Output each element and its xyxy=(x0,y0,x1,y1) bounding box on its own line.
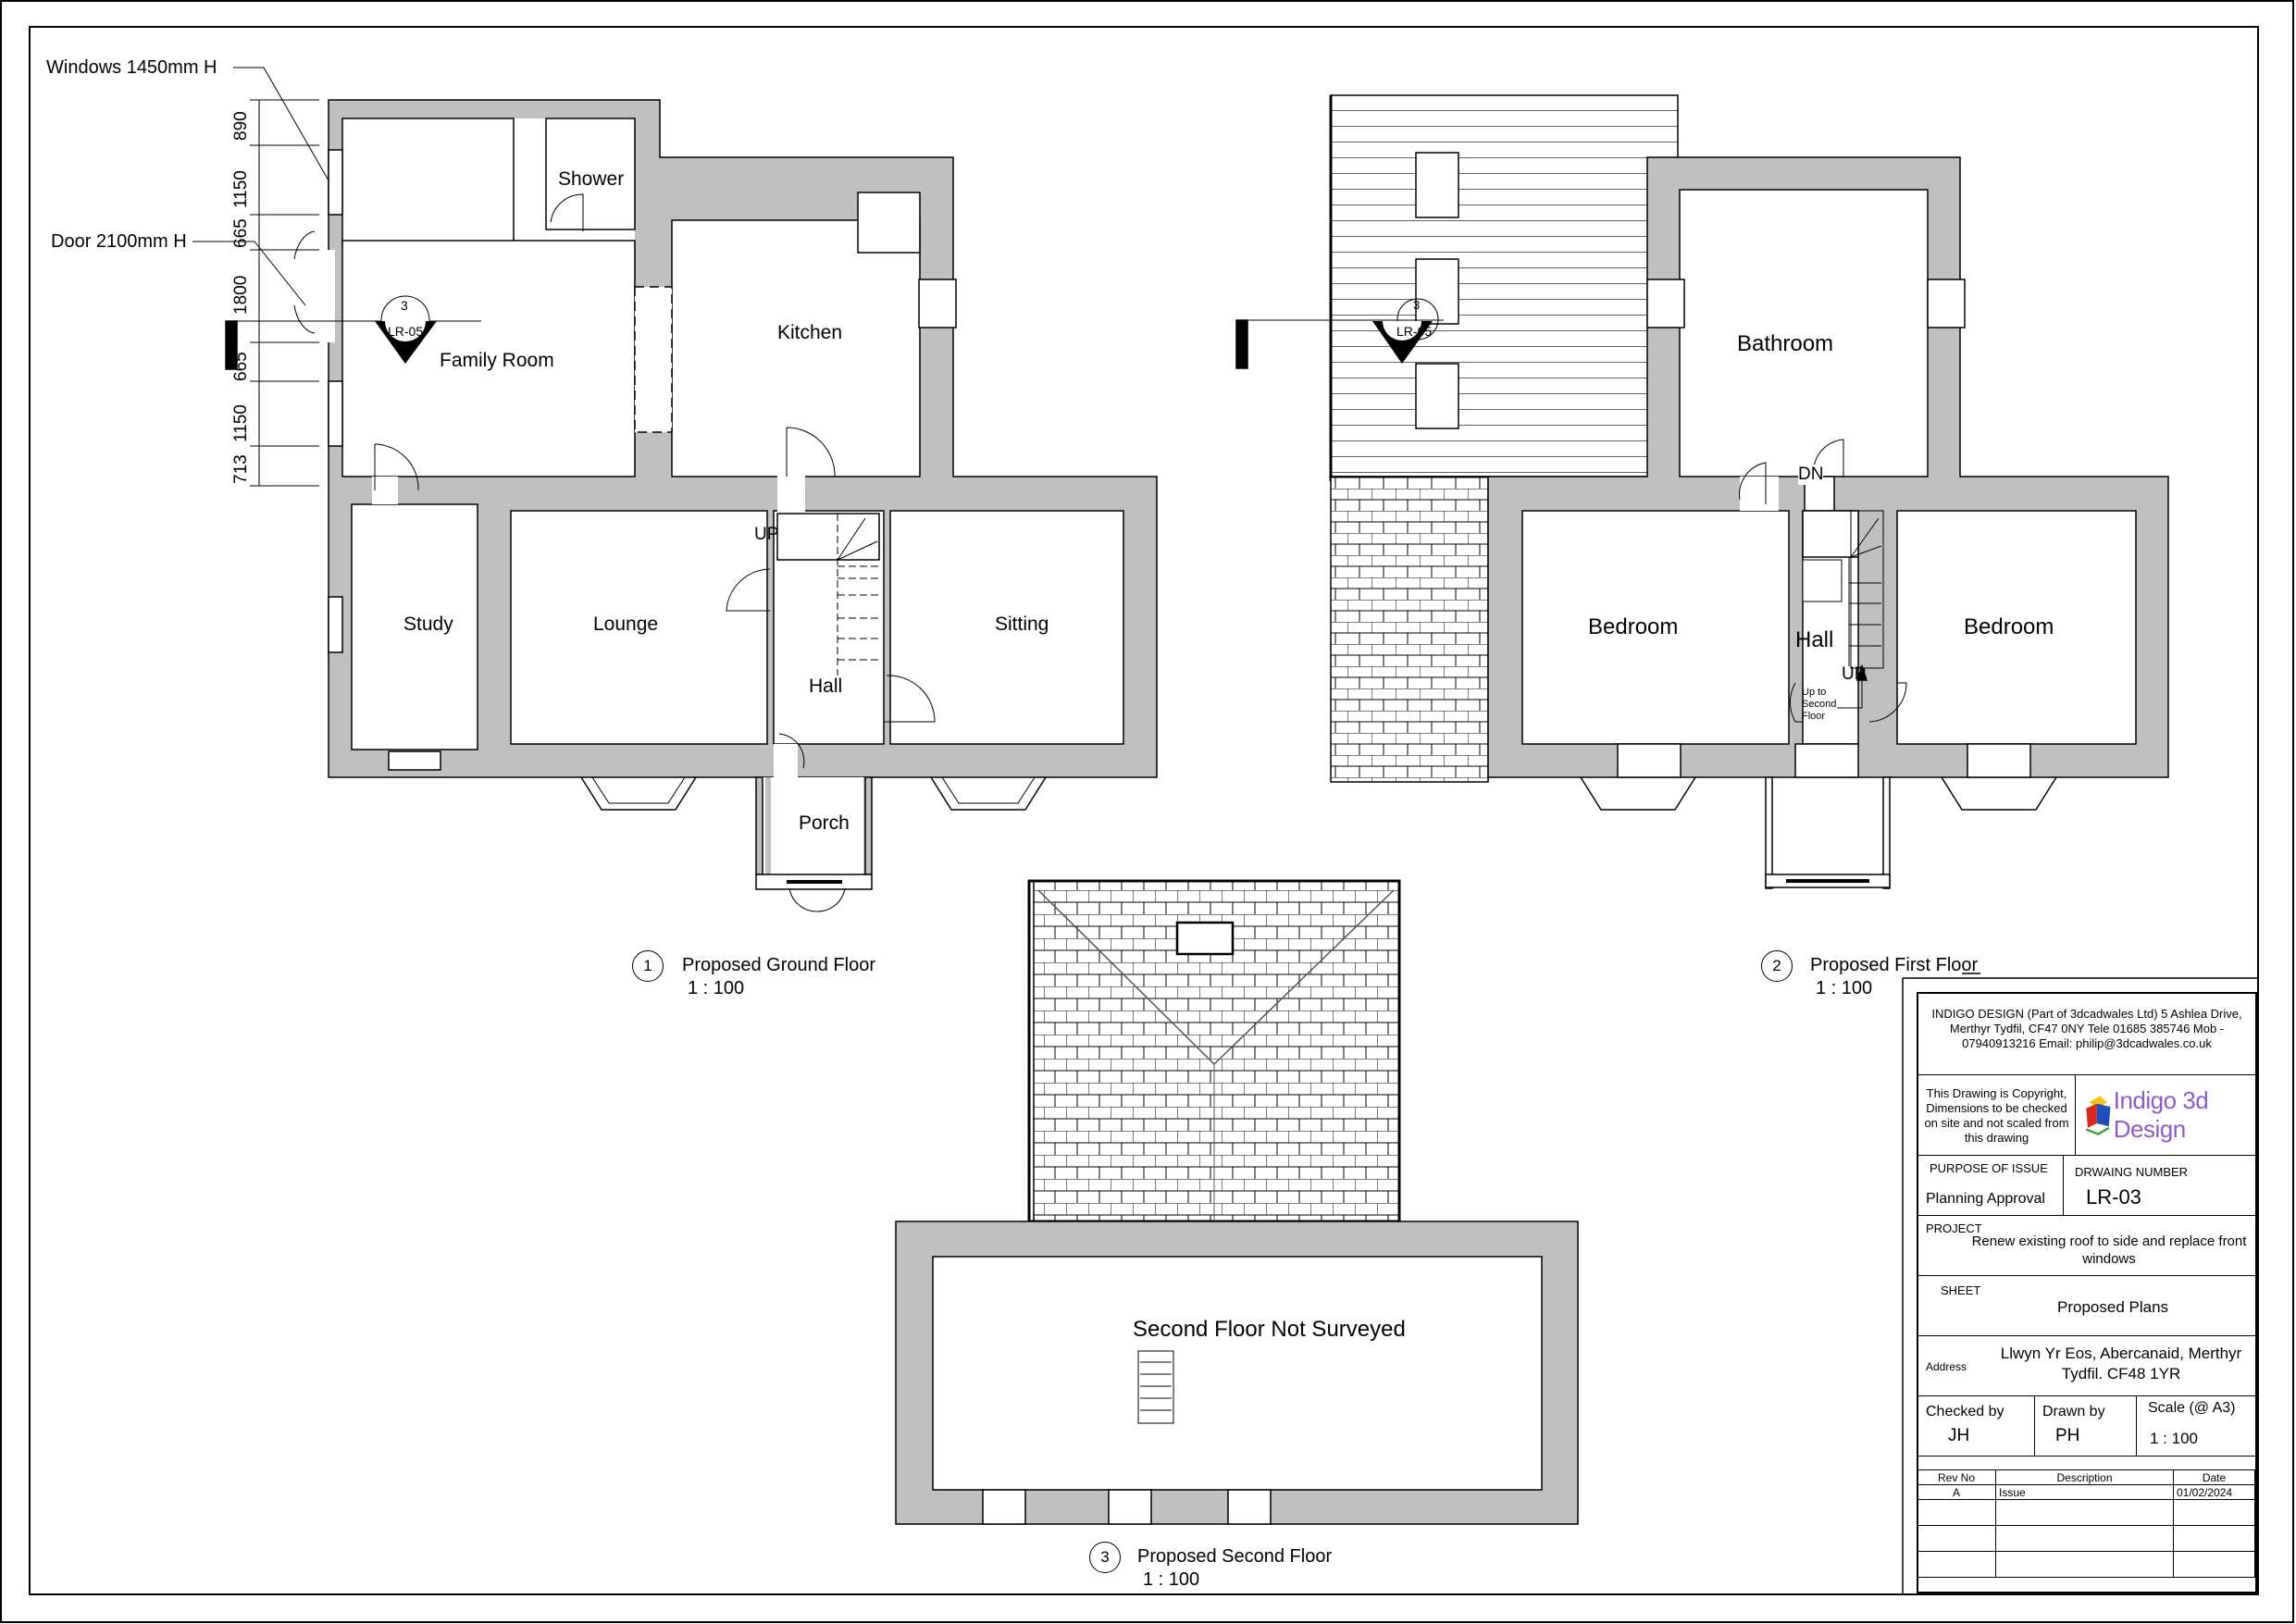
dimension-label: 1150 xyxy=(231,404,251,442)
stair-up-label: UP xyxy=(1842,664,1867,684)
first-floor-caption: Proposed First Floor xyxy=(1810,955,1979,975)
ground-floor-scale: 1 : 100 xyxy=(688,978,745,998)
purpose-label: PURPOSE OF ISSUE xyxy=(1930,1161,2048,1175)
company-details: INDIGO DESIGN (Part of 3dcadwales Ltd) 5… xyxy=(1918,994,2255,1075)
title-block: INDIGO DESIGN (Part of 3dcadwales Ltd) 5… xyxy=(1917,992,2257,1593)
project-value: Renew existing roof to side and replace … xyxy=(1971,1233,2247,1267)
dimension-label: 665 xyxy=(231,352,251,381)
ground-floor-caption: Proposed Ground Floor xyxy=(682,955,876,975)
checked-by-label: Checked by xyxy=(1926,1404,2004,1419)
table-row: A Issue 01/02/2024 xyxy=(1917,1484,2255,1500)
sheet-value: Proposed Plans xyxy=(2057,1298,2169,1316)
copyright-notice: This Drawing is Copyright, Dimensions to… xyxy=(1918,1075,2076,1156)
second-floor-note: Second Floor Not Surveyed xyxy=(1133,1317,1406,1342)
windows-height-note: Windows 1450mm H xyxy=(46,57,217,78)
dimension-label: 1150 xyxy=(231,170,251,208)
dimension-label: 1800 xyxy=(231,275,251,315)
first-floor-plan xyxy=(1235,94,2169,889)
room-label-hall: Hall xyxy=(809,676,843,697)
stair-down-label: DN xyxy=(1798,465,1824,485)
rev-header-description: Description xyxy=(1995,1469,2174,1485)
table-row xyxy=(1917,1499,2255,1526)
scale-value: 1 : 100 xyxy=(2150,1430,2198,1447)
scale-label: Scale (@ A3) xyxy=(2148,1400,2236,1416)
room-label-bedroom-left: Bedroom xyxy=(1588,614,1679,639)
logo-text: Indigo 3d Design xyxy=(2113,1086,2209,1143)
table-row xyxy=(1917,1525,2255,1552)
room-label-bedroom-right: Bedroom xyxy=(1964,614,2054,639)
checked-by-value: JH xyxy=(1948,1426,1970,1445)
dimension-label: 713 xyxy=(231,454,251,484)
room-label-lounge: Lounge xyxy=(593,614,659,635)
rev-header-date: Date xyxy=(2173,1469,2255,1485)
room-label-kitchen: Kitchen xyxy=(777,322,843,343)
room-label-bathroom: Bathroom xyxy=(1737,331,1834,356)
address-label: Address xyxy=(1926,1360,1967,1373)
logo-cube-icon xyxy=(2085,1096,2111,1135)
second-floor-scale: 1 : 100 xyxy=(1143,1569,1200,1590)
drawing-number: LR-03 xyxy=(2086,1185,2141,1209)
room-label-sitting: Sitting xyxy=(995,614,1049,635)
section-marker-number: 3 xyxy=(401,298,408,313)
stair-note: Up to Second Floor xyxy=(1802,687,1837,722)
sheet-label: SHEET xyxy=(1941,1283,1981,1297)
second-floor-caption: Proposed Second Floor xyxy=(1137,1546,1333,1567)
drawing-number-label: DRWAING NUMBER xyxy=(2075,1165,2189,1179)
company-logo: Indigo 3d Design xyxy=(2076,1075,2255,1156)
section-marker-number: 3 xyxy=(1413,298,1421,312)
caption-number-badge: 2 xyxy=(1761,950,1793,982)
second-floor-plan xyxy=(895,879,1579,1525)
revision-table: Rev No Description Date A Issue 01/02/20… xyxy=(1917,1469,2255,1578)
caption-number-badge: 1 xyxy=(632,950,664,982)
address-value: Llwyn Yr Eos, Abercanaid, Merthyr Tydfil… xyxy=(2000,1345,2242,1382)
room-label-porch: Porch xyxy=(799,812,850,834)
section-marker-sheet: LR-05 xyxy=(388,324,424,339)
stair-up-label: UP xyxy=(754,525,779,544)
room-label-shower: Shower xyxy=(558,168,625,190)
table-row xyxy=(1917,1551,2255,1578)
first-floor-scale: 1 : 100 xyxy=(1816,978,1873,998)
rev-header-no: Rev No xyxy=(1917,1469,1996,1485)
room-label-study: Study xyxy=(403,614,453,635)
project-label: PROJECT xyxy=(1926,1221,1982,1235)
drawn-by-label: Drawn by xyxy=(2042,1404,2105,1419)
dimension-label: 890 xyxy=(231,111,251,141)
ground-floor-plan xyxy=(192,67,1158,912)
room-label-hall-first: Hall xyxy=(1795,627,1834,652)
dimension-label: 665 xyxy=(231,218,251,248)
door-height-note: Door 2100mm H xyxy=(51,231,187,252)
sheet-inner-border xyxy=(29,26,2259,1595)
purpose-value: Planning Approval xyxy=(1926,1191,2045,1207)
drawn-by-value: PH xyxy=(2055,1426,2080,1445)
caption-number-badge: 3 xyxy=(1089,1542,1121,1573)
section-marker-sheet: LR-05 xyxy=(1396,324,1433,339)
room-label-family-room: Family Room xyxy=(440,350,554,371)
